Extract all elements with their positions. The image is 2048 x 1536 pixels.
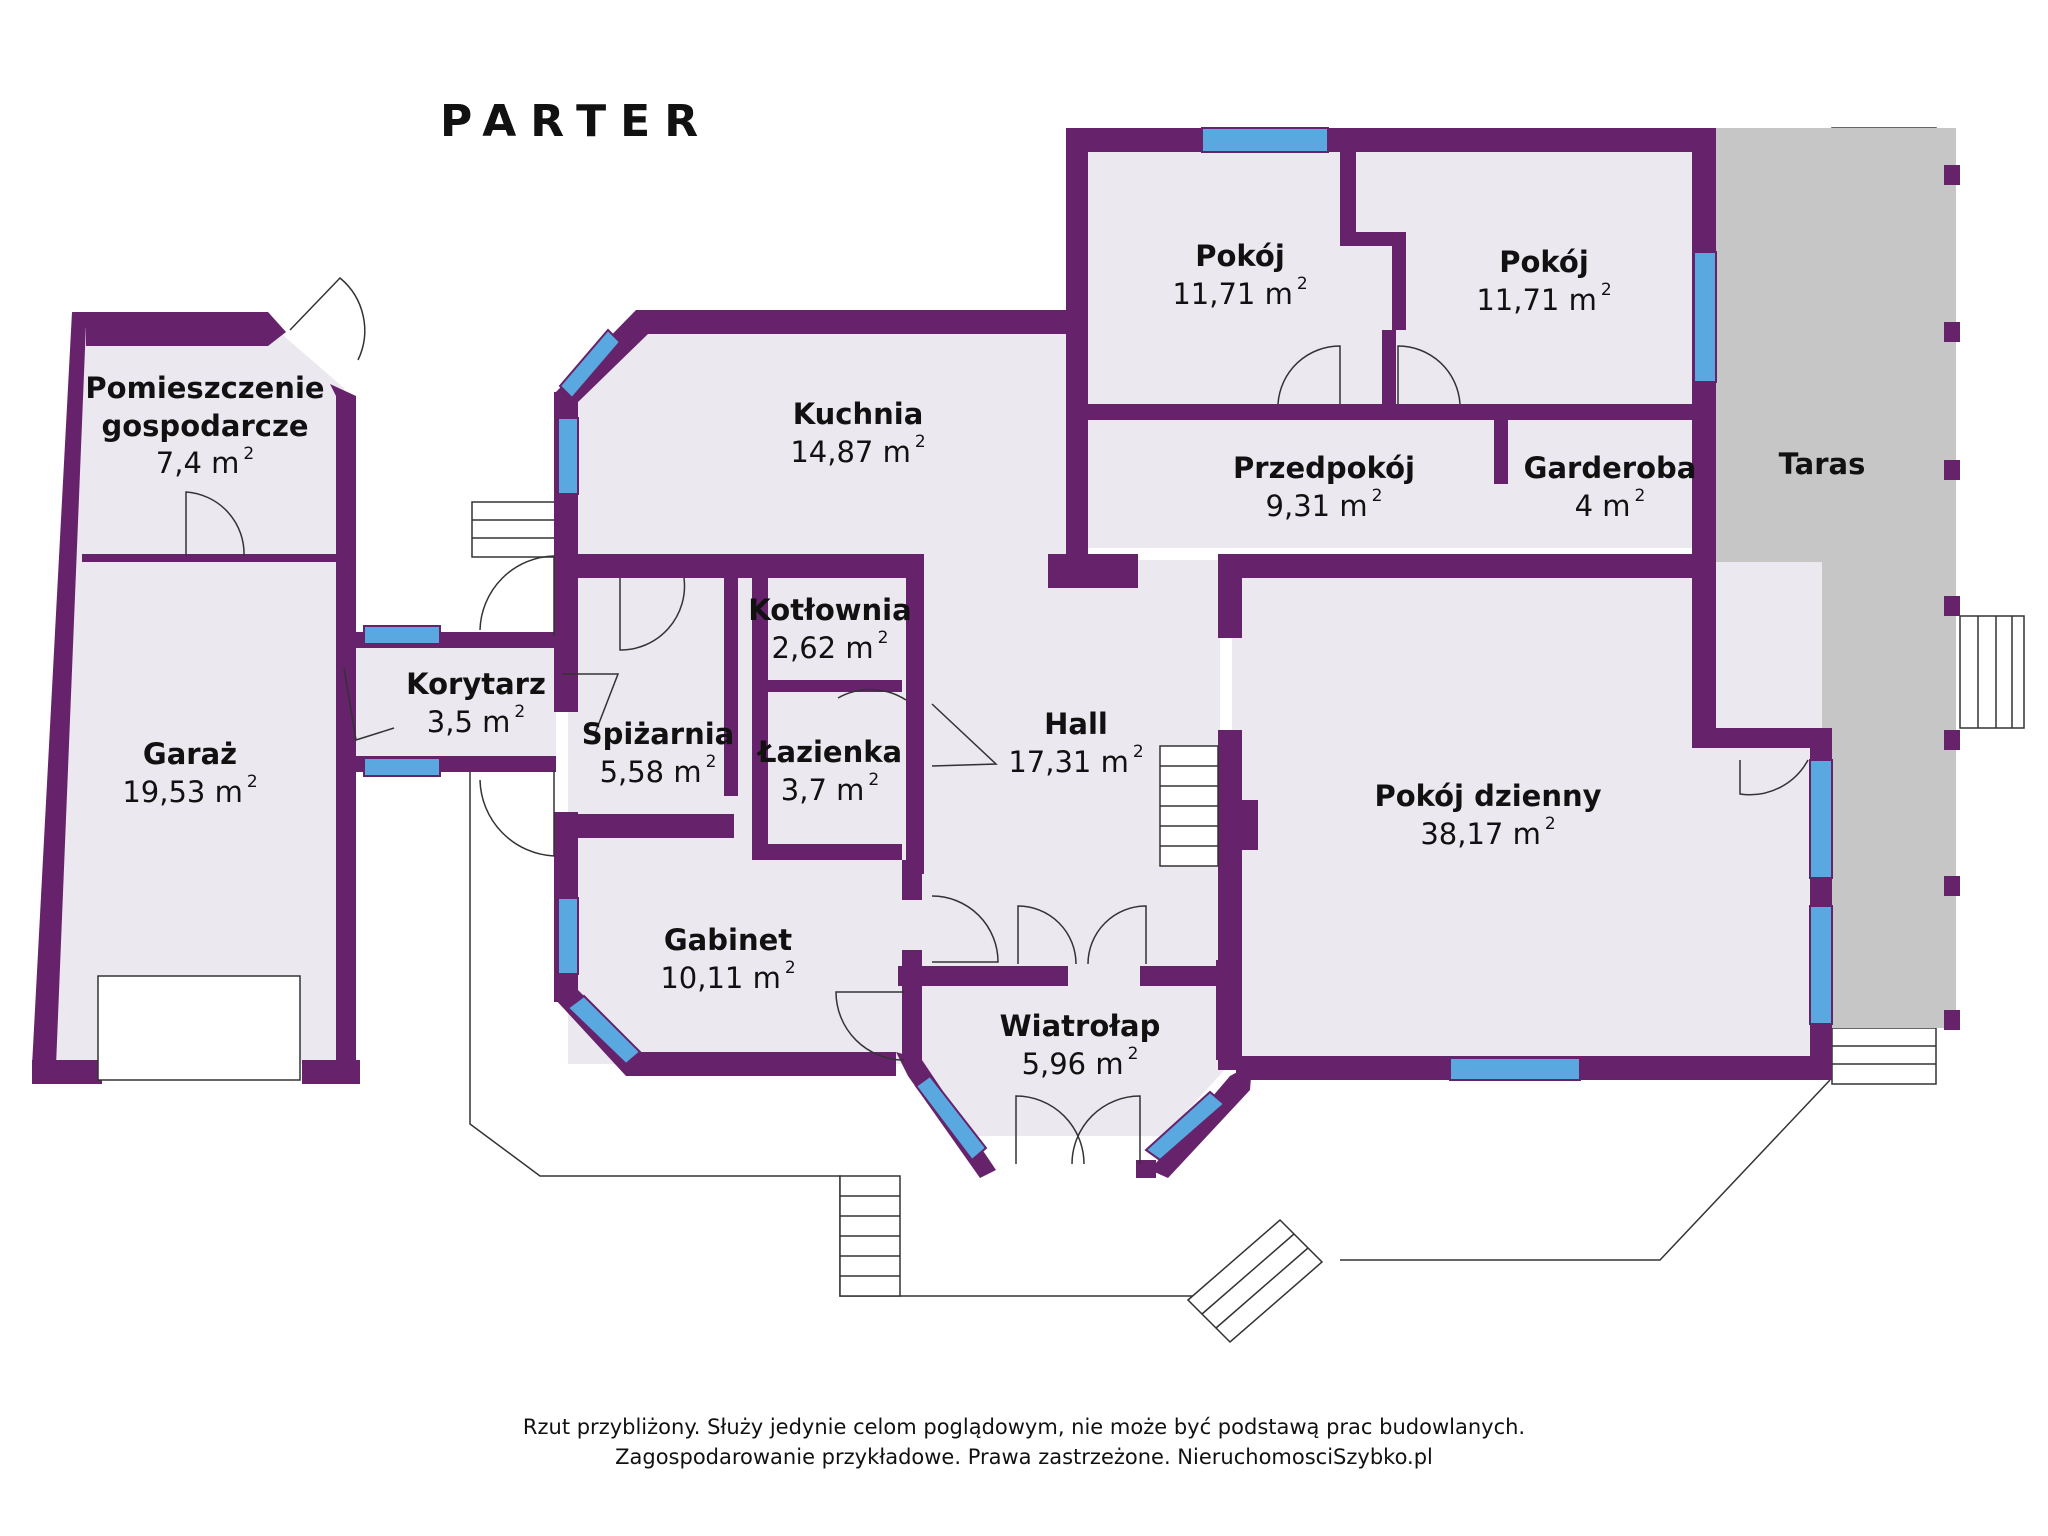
room-name: Pokój dzienny: [1374, 779, 1602, 813]
room-name: Pokój: [1195, 239, 1285, 273]
room-name: Pokój: [1499, 245, 1589, 279]
room-name: Kotłownia: [748, 593, 912, 627]
room-name: Garderoba: [1523, 451, 1697, 485]
stairs: [1159, 745, 1219, 867]
doors: [185, 276, 1809, 1165]
room-name: Garaż: [142, 737, 238, 771]
room-name: Przedpokój: [1233, 451, 1415, 485]
room-name: Pomieszczenie: [85, 371, 325, 405]
room-name: Taras: [1778, 447, 1866, 481]
room-floors: [46, 148, 1822, 1136]
room-label-taras: Taras: [1779, 446, 1866, 484]
room-name: Kuchnia: [792, 397, 924, 431]
room-name: Gabinet: [663, 923, 793, 957]
disclaimer-line-1: Rzut przybliżony. Służy jedynie celom po…: [522, 1415, 1526, 1439]
room-name: Hall: [1044, 707, 1108, 741]
windows: [363, 127, 1833, 1162]
room-name: Korytarz: [406, 667, 546, 701]
page-title: PARTER: [440, 96, 713, 147]
room-name: gospodarcze: [101, 408, 309, 443]
garage-door: [97, 975, 301, 1081]
room-name: Łazienka: [757, 735, 903, 769]
room-name: Spiżarnia: [581, 717, 735, 751]
room-name: Wiatrołap: [999, 1009, 1161, 1043]
disclaimer-line-2: Zagospodarowanie przykładowe. Prawa zast…: [615, 1445, 1433, 1469]
